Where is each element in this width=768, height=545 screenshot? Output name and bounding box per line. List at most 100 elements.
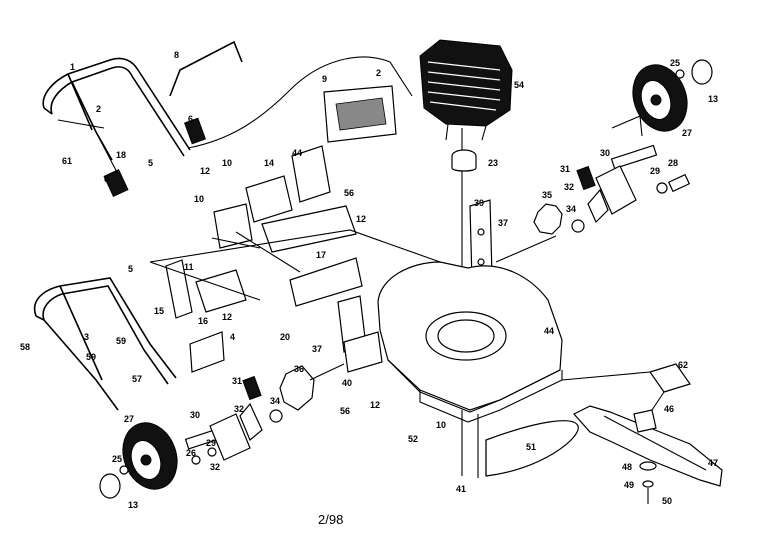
callout-c3: 3: [84, 332, 89, 342]
leader-cam-right: [495, 235, 557, 263]
callout-c17: 17: [316, 250, 326, 260]
leader-cam-left: [309, 363, 345, 381]
callout-c41: 41: [456, 484, 466, 494]
callout-c30a: 30: [600, 148, 610, 158]
callout-c48: 48: [622, 462, 632, 472]
callout-c37b: 37: [312, 344, 322, 354]
callout-c31b: 31: [232, 376, 242, 386]
baffle: [485, 420, 579, 477]
callout-c30b: 30: [190, 410, 200, 420]
blade-adapter-spacer: [451, 149, 477, 172]
callout-c16: 16: [198, 316, 208, 326]
callout-c32b: 32: [234, 404, 244, 414]
callout-c12b: 12: [356, 214, 366, 224]
callout-c14: 14: [264, 158, 274, 168]
leader-bolts: [461, 410, 479, 478]
callout-c11: 11: [184, 262, 194, 272]
mower-deck: [377, 261, 563, 423]
callout-c23: 23: [488, 158, 498, 168]
callout-c52: 52: [408, 434, 418, 444]
callout-c18: 18: [116, 150, 126, 160]
rear-wheel-left: [122, 422, 178, 490]
callout-c29b: 29: [206, 438, 216, 448]
callout-c44b: 44: [544, 326, 554, 336]
callout-c25a: 25: [670, 58, 680, 68]
callout-c29a: 29: [650, 166, 660, 176]
callout-c5b: 5: [128, 264, 133, 274]
side-brackets: [165, 145, 383, 373]
assembly-guide-lines: [149, 229, 441, 301]
callout-c1: 1: [70, 62, 75, 72]
callout-c26: 26: [186, 448, 196, 458]
callout-c27a: 27: [682, 128, 692, 138]
callout-c12a: 12: [200, 166, 210, 176]
callout-c56b: 56: [340, 406, 350, 416]
wheel-cap-right: [691, 59, 713, 85]
callout-c54: 54: [514, 80, 524, 90]
callout-c56a: 56: [344, 188, 354, 198]
callout-c6a: 6: [188, 114, 193, 124]
rear-height-adjuster-right: [576, 144, 691, 224]
callout-c20: 20: [280, 332, 290, 342]
leader-blade: [561, 371, 665, 411]
callout-c28: 28: [668, 158, 678, 168]
callout-c13a: 13: [708, 94, 718, 104]
washer: [639, 461, 657, 471]
callout-c58: 58: [20, 342, 30, 352]
callout-c51: 51: [526, 442, 536, 452]
callout-c15: 15: [154, 306, 164, 316]
wheel-bolt-left: [119, 465, 129, 475]
control-bracket: [323, 85, 397, 143]
grip-bar: [169, 40, 243, 97]
callout-c12d: 12: [370, 400, 380, 410]
callout-c10a: 10: [222, 158, 232, 168]
callout-c40: 40: [342, 378, 352, 388]
callout-c5a: 5: [148, 158, 153, 168]
callout-c34b: 34: [270, 396, 280, 406]
callout-c59b: 59: [86, 352, 96, 362]
wheel-bolt-right: [675, 69, 685, 79]
callout-c46: 46: [664, 404, 674, 414]
callout-c35: 35: [542, 190, 552, 200]
callout-c57: 57: [132, 374, 142, 384]
lower-handle: [33, 277, 177, 411]
callout-c37a: 37: [498, 218, 508, 228]
engine: [419, 39, 513, 141]
callout-c47: 47: [708, 458, 718, 468]
blade-adapter: [633, 409, 657, 433]
callout-c61: 61: [62, 156, 72, 166]
callout-c31a: 31: [560, 164, 570, 174]
callout-c39: 39: [474, 198, 484, 208]
callout-c62: 62: [678, 360, 688, 370]
callout-c36: 36: [294, 364, 304, 374]
callout-c27b: 27: [124, 414, 134, 424]
callout-c12c: 12: [222, 312, 232, 322]
callout-c8: 8: [174, 50, 179, 60]
leader-right-wheel: [611, 115, 643, 137]
rear-height-adjuster-left: [184, 365, 315, 465]
callout-c49: 49: [624, 480, 634, 490]
nut-right: [571, 219, 585, 233]
callout-c44a: 44: [292, 148, 302, 158]
callout-c6b: 6: [104, 174, 109, 184]
callout-c32c: 32: [210, 462, 220, 472]
wheel-cap-left: [99, 473, 121, 499]
revision-date: 2/98: [318, 512, 344, 527]
callout-c10b: 10: [194, 194, 204, 204]
rear-wheel-right: [632, 64, 688, 132]
callout-c10c: 10: [436, 420, 446, 430]
lock-washer: [642, 480, 654, 488]
callout-c59a: 59: [116, 336, 126, 346]
callout-c4: 4: [230, 332, 235, 342]
callout-c32a: 32: [564, 182, 574, 192]
callout-c2b: 2: [376, 68, 381, 78]
callout-c25b: 25: [112, 454, 122, 464]
callout-c34a: 34: [566, 204, 576, 214]
blade: [573, 405, 723, 487]
callout-labels: 1 2 2 3 4 5 5 6 6 8 9 10 10 10 11 12 12 …: [20, 50, 718, 510]
callout-c9: 9: [322, 74, 327, 84]
height-cam-right: [533, 203, 563, 235]
callout-c2a: 2: [96, 104, 101, 114]
callout-c13b: 13: [128, 500, 138, 510]
